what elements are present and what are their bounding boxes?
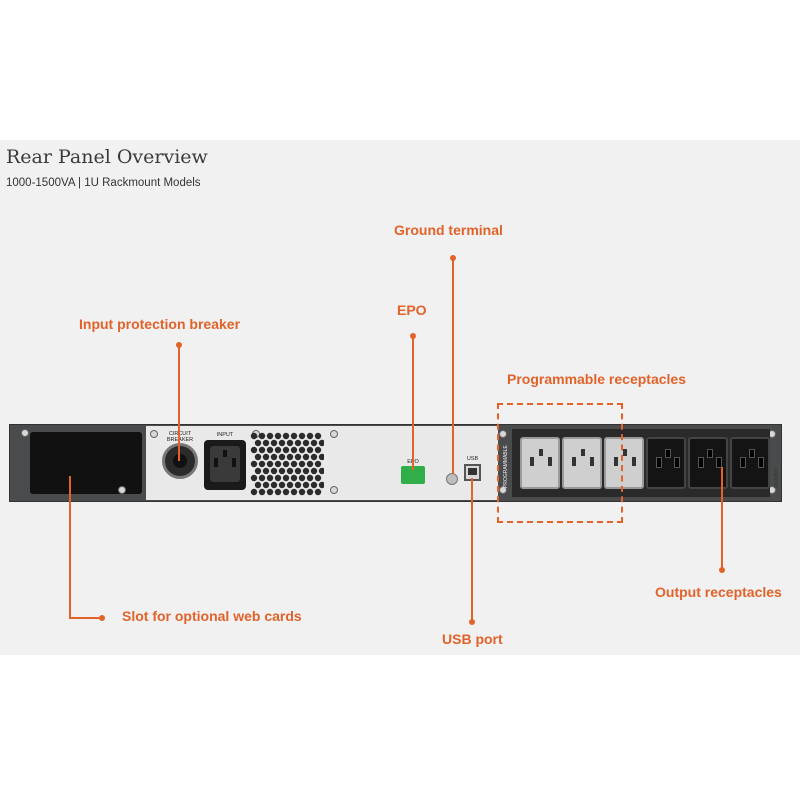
leader-dot — [99, 615, 105, 621]
screw-icon — [21, 429, 29, 437]
leader-line — [412, 336, 414, 470]
page-subtitle: 1000-1500VA | 1U Rackmount Models — [6, 177, 201, 189]
page-title: Rear Panel Overview — [6, 146, 208, 168]
usb-port-core — [468, 468, 477, 475]
leader-line — [471, 478, 473, 620]
usb-device-label: USB — [466, 456, 479, 462]
programmable-receptacle — [520, 437, 560, 489]
inlet-pin — [232, 458, 236, 467]
screw-icon — [118, 486, 126, 494]
output-receptacle — [646, 437, 686, 489]
leader-line — [452, 258, 454, 474]
ventilation-grille — [250, 432, 324, 496]
ground-terminal — [446, 473, 458, 485]
diagram-background — [0, 140, 800, 655]
circuit-breaker-label: CIRCUIT BREAKER — [167, 431, 193, 443]
screw-icon — [499, 486, 507, 494]
callout-output-receptacles: Output receptacles — [655, 584, 782, 600]
web-card-slot — [30, 432, 142, 494]
epo-connector — [401, 466, 425, 484]
programmable-receptacle — [562, 437, 602, 489]
callout-ground-terminal: Ground terminal — [394, 222, 503, 238]
programmable-receptacles-highlight — [497, 403, 623, 523]
inlet-pin — [214, 458, 218, 467]
callout-input-breaker: Input protection breaker — [79, 316, 241, 332]
screw-icon — [150, 430, 158, 438]
leader-dot — [469, 619, 475, 625]
callout-epo: EPO — [397, 302, 427, 318]
input-label: INPUT — [216, 432, 234, 438]
output-receptacle — [730, 437, 770, 489]
callout-web-card-slot: Slot for optional web cards — [122, 608, 302, 624]
callout-programmable-receptacles: Programmable receptacles — [507, 371, 686, 387]
leader-line — [69, 617, 99, 619]
breaker-button — [173, 454, 187, 468]
screw-icon — [330, 430, 338, 438]
programmable-receptacle — [604, 437, 644, 489]
screw-icon — [499, 430, 507, 438]
leader-dot — [719, 567, 725, 573]
circuit-breaker — [162, 443, 198, 479]
leader-line — [721, 467, 723, 568]
leader-line — [69, 476, 71, 619]
callout-usb-port: USB port — [442, 631, 503, 647]
inlet-pin — [223, 450, 227, 457]
output-receptacle — [688, 437, 728, 489]
screw-icon — [330, 486, 338, 494]
leader-line — [178, 345, 180, 461]
output-device-label: OUTPUT — [774, 467, 780, 488]
